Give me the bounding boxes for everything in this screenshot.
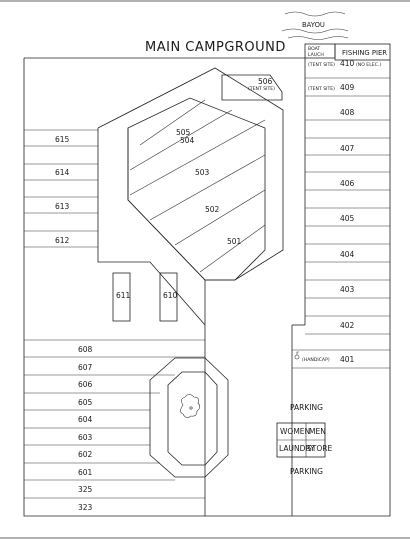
site-610-label: 610 <box>163 291 178 300</box>
site-614-label: 614 <box>55 168 70 177</box>
tent-site-410-note: (TENT SITE) <box>308 62 335 68</box>
site-612-label: 612 <box>55 236 70 245</box>
right-road <box>291 60 306 516</box>
site-404-label: 404 <box>340 250 355 259</box>
site-410-label: 410 <box>340 59 355 68</box>
site-604-label: 604 <box>78 415 93 424</box>
site-611-box <box>112 272 131 322</box>
site-406-label: 406 <box>340 179 355 188</box>
site-409-label: 409 <box>340 83 355 92</box>
left-site-lines <box>24 129 98 248</box>
site-506-box <box>221 74 283 101</box>
boat-launch-label-2: LAUCH <box>308 52 324 58</box>
bottom-left-site-lines <box>24 339 205 499</box>
tent-site-506-note: (TENT SITE) <box>248 86 275 92</box>
laundry-label: LAUNDRY <box>279 444 315 453</box>
map-title: MAIN CAMPGROUND <box>145 40 286 55</box>
site-323-label: 323 <box>78 503 93 512</box>
bayou-label: BAYOU <box>302 21 325 29</box>
site-boundary <box>23 57 391 517</box>
site-504-label: 504 <box>180 136 195 145</box>
site-506-label: 506 <box>258 77 273 86</box>
women-restroom-label: WOMEN <box>280 427 310 436</box>
site-615-label: 615 <box>55 135 70 144</box>
site-402-label: 402 <box>340 321 355 330</box>
site-613-label: 613 <box>55 202 70 211</box>
site-407-label: 407 <box>340 144 355 153</box>
store-label: STORE <box>307 444 332 453</box>
fishing-pier-label: FISHING PIER <box>342 49 387 57</box>
site-603-label: 603 <box>78 433 93 442</box>
parking-label-bottom: PARKING <box>290 467 323 476</box>
site-403-label: 403 <box>340 285 355 294</box>
handicap-label: (HANDICAP) <box>302 357 330 363</box>
site-601-label: 601 <box>78 468 93 477</box>
site-610-box <box>159 272 178 322</box>
boat-launch-label: BOAT <box>308 46 320 52</box>
site-405-label: 405 <box>340 214 355 223</box>
hexagon-loop-road <box>97 67 284 326</box>
right-site-lines <box>292 77 390 369</box>
bayou-water: BAYOU <box>281 11 349 40</box>
fishing-pier-box <box>334 43 391 61</box>
site-503-label: 503 <box>195 168 210 177</box>
restroom-building <box>276 422 326 458</box>
site-505-label: 505 <box>176 128 191 137</box>
octagon-island <box>149 357 229 478</box>
site-401-label: 401 <box>340 355 355 364</box>
site-611-label: 611 <box>116 291 131 300</box>
handicap-icon <box>294 351 300 360</box>
site-502-label: 502 <box>205 205 220 214</box>
no-elec-note: (NO ELEC.) <box>356 62 381 68</box>
parking-label-top: PARKING <box>290 403 323 412</box>
site-501-label: 501 <box>227 237 242 246</box>
site-606-label: 606 <box>78 380 93 389</box>
site-602-label: 602 <box>78 450 93 459</box>
tree-icon <box>180 394 201 418</box>
site-605-label: 605 <box>78 398 93 407</box>
site-325-label: 325 <box>78 485 93 494</box>
tent-site-409-note: (TENT SITE) <box>308 86 335 92</box>
site-607-label: 607 <box>78 363 93 372</box>
site-608-label: 608 <box>78 345 93 354</box>
site-408-label: 408 <box>340 108 355 117</box>
men-restroom-label: MEN <box>309 427 326 436</box>
loop-site-hatching <box>129 99 266 273</box>
